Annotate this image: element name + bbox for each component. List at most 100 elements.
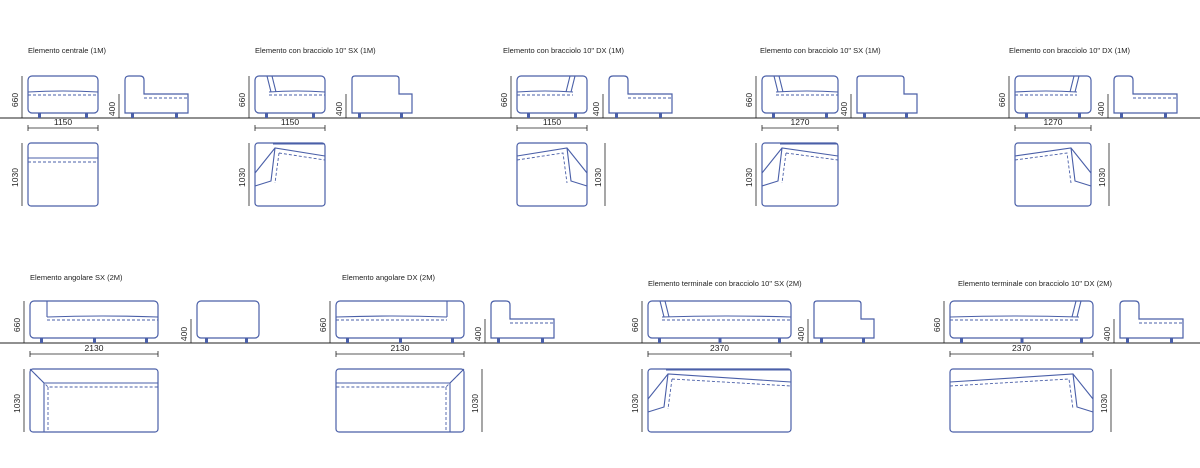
- seam-line: [274, 152, 326, 184]
- sofa-plan-body: [27, 142, 99, 207]
- depth-dimension-label: 1030: [593, 168, 603, 187]
- seat-height-dimension-label: 400: [334, 102, 344, 116]
- sofa-foot: [1020, 338, 1024, 343]
- height-dimension-label: 660: [237, 93, 247, 107]
- arm-edge: [1069, 75, 1075, 93]
- sofa-foot: [863, 113, 866, 118]
- sofa-plan-body: [254, 142, 326, 207]
- sofa-foot: [659, 113, 662, 118]
- sofa-foot: [905, 113, 908, 118]
- sofa-foot: [862, 338, 865, 343]
- arm-outline: [949, 373, 1094, 413]
- sofa-side-body: [196, 300, 260, 339]
- arm-edge: [271, 75, 277, 93]
- seat-line: [268, 90, 326, 93]
- seat-height-dimension-label: 400: [1102, 327, 1112, 341]
- module-title: Elemento angolare DX (2M): [342, 273, 435, 282]
- sofa-foot: [312, 113, 315, 118]
- depth-dimension-label: 1030: [237, 168, 247, 187]
- sofa-side-body: [856, 75, 918, 114]
- height-dimension-label: 660: [12, 318, 22, 332]
- arm-outline: [647, 369, 792, 413]
- sofa-front-body: [761, 75, 839, 114]
- arm-edge: [570, 75, 576, 93]
- sofa-plan-body: [1014, 142, 1092, 207]
- sofa-foot: [85, 113, 88, 118]
- sofa-front-body: [254, 75, 326, 114]
- sofa-side-body: [124, 75, 189, 114]
- sofa-plan-body: [949, 368, 1094, 433]
- sofa-side-body: [351, 75, 413, 114]
- sofa-plan-body: [29, 368, 159, 433]
- sofa-foot: [145, 338, 148, 343]
- sofa-plan-body: [516, 142, 588, 207]
- sofa-foot: [399, 338, 402, 343]
- height-dimension-label: 660: [630, 318, 640, 332]
- sofa-foot: [527, 113, 530, 118]
- sofa-foot: [175, 113, 178, 118]
- sofa-foot: [1164, 113, 1167, 118]
- arm-outline: [254, 143, 326, 187]
- sofa-foot: [1120, 113, 1123, 118]
- width-dimension-label: 1150: [54, 117, 73, 127]
- height-dimension-label: 660: [10, 93, 20, 107]
- sofa-side-body: [608, 75, 673, 114]
- module-title: Elemento con bracciolo 10" DX (1M): [503, 46, 625, 55]
- width-dimension-label: 2370: [710, 343, 729, 353]
- arm-edge: [1076, 300, 1082, 318]
- sofa-plan-body: [647, 368, 792, 433]
- sofa-foot: [1126, 338, 1129, 343]
- sofa-foot: [245, 338, 248, 343]
- arm-edge: [659, 300, 665, 318]
- sofa-foot: [346, 338, 349, 343]
- sofa-front-body: [27, 75, 99, 114]
- sofa-foot: [205, 338, 208, 343]
- seat-height-dimension-label: 400: [591, 102, 601, 116]
- sofa-foot: [40, 338, 43, 343]
- seat-line: [27, 90, 99, 93]
- arm-edge: [266, 75, 272, 93]
- seat-height-dimension-label: 400: [796, 327, 806, 341]
- sofa-front-body: [516, 75, 588, 114]
- sofa-side-body: [1113, 75, 1178, 114]
- seat-height-dimension-label: 400: [473, 327, 483, 341]
- seam-line: [1014, 152, 1072, 184]
- arm-edge: [773, 75, 779, 93]
- arm-edge: [778, 75, 784, 93]
- height-dimension-label: 660: [744, 93, 754, 107]
- arm-edge: [1071, 300, 1077, 318]
- width-dimension-label: 1270: [791, 117, 810, 127]
- module-m5: Elemento con bracciolo 10" DX (1M)660400…: [997, 46, 1178, 207]
- arm-outline: [761, 143, 839, 187]
- sofa-foot: [265, 113, 268, 118]
- sofa-foot: [358, 113, 361, 118]
- sofa-foot: [820, 338, 823, 343]
- module-title: Elemento con bracciolo 10" SX (1M): [760, 46, 881, 55]
- sofa-foot: [718, 338, 722, 343]
- module-m9: Elemento terminale con bracciolo 10" DX …: [932, 279, 1184, 433]
- sofa-foot: [1025, 113, 1028, 118]
- sofa-front-body: [647, 300, 792, 339]
- sofa-side-body: [490, 300, 555, 339]
- module-m2: Elemento con bracciolo 10" SX (1M)660400…: [237, 46, 413, 207]
- seat-line: [1014, 90, 1078, 93]
- arm-outline: [516, 147, 588, 187]
- width-dimension-label: 2370: [1012, 343, 1031, 353]
- width-dimension-label: 1150: [281, 117, 300, 127]
- width-dimension-label: 2130: [391, 343, 410, 353]
- sofa-foot: [1078, 113, 1081, 118]
- sofa-foot: [574, 113, 577, 118]
- depth-dimension-label: 1030: [744, 168, 754, 187]
- module-title: Elemento con bracciolo 10" DX (1M): [1009, 46, 1131, 55]
- width-dimension-label: 1150: [543, 117, 562, 127]
- seam-line: [336, 373, 460, 432]
- arm-edge: [664, 300, 670, 318]
- sofa-plan-body: [761, 142, 839, 207]
- seat-height-dimension-label: 400: [179, 327, 189, 341]
- module-m4: Elemento con bracciolo 10" SX (1M)660400…: [744, 46, 918, 207]
- height-dimension-label: 660: [318, 318, 328, 332]
